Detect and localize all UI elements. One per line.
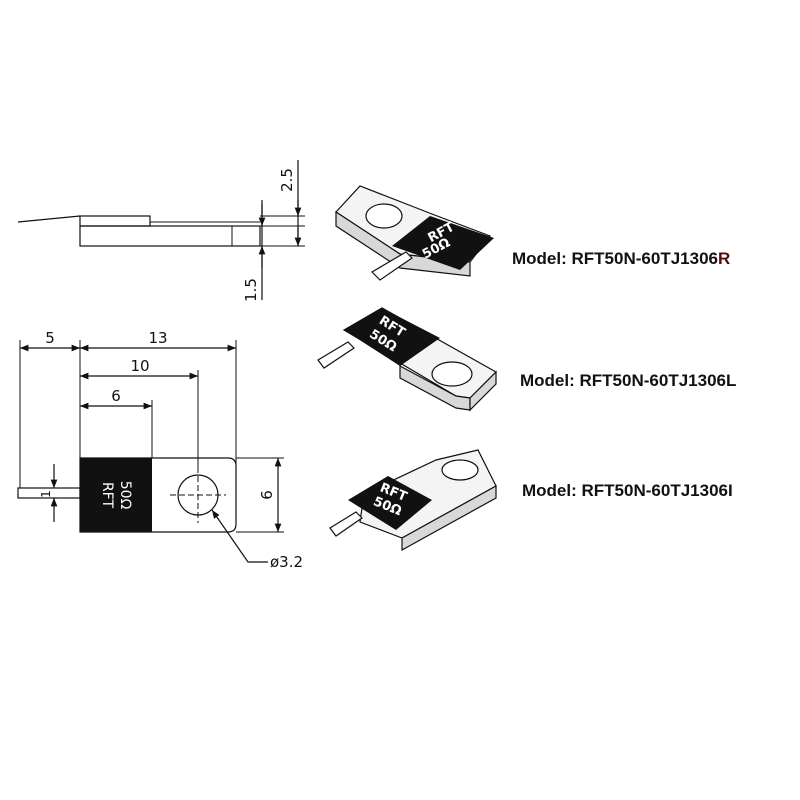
top-flange: [79, 457, 237, 533]
dim-label-10: 10: [130, 357, 149, 375]
product-i: RFT 50Ω Model: RFT50N-60TJ1306I: [329, 449, 733, 552]
dim-label-6-vertical: 6: [258, 490, 276, 500]
product-i-model-label: Model: RFT50N-60TJ1306I: [522, 481, 733, 500]
dim-label-5: 5: [45, 329, 55, 347]
side-lead: [17, 215, 81, 223]
top-chip: [80, 458, 152, 532]
side-view: 2.5 1.5: [17, 160, 305, 302]
top-chip-line2: 50Ω: [117, 481, 133, 510]
product-l-model-label: Model: RFT50N-60TJ1306L: [520, 371, 736, 390]
product-r: RFT 50Ω Model: RFT50N-60TJ1306R: [335, 185, 730, 281]
product-r-model-label: Model: RFT50N-60TJ1306R: [512, 249, 730, 268]
product-l: RFT 50Ω Model: RFT50N-60TJ1306L: [317, 307, 736, 412]
dim-label-6-horizontal: 6: [111, 387, 121, 405]
side-chip-layer: [79, 215, 151, 227]
dim-label-1: 1: [39, 490, 53, 498]
hole-diameter-label: ø3.2: [270, 553, 303, 571]
side-flange: [79, 225, 261, 247]
top-view: RFT 50Ω 5 13 10 6 6 1: [17, 329, 303, 571]
dim-label-2-5: 2.5: [278, 168, 296, 192]
top-chip-line1: RFT: [99, 482, 115, 509]
dim-label-13: 13: [148, 329, 167, 347]
dim-label-1-5: 1.5: [242, 278, 260, 302]
hole-leader: [211, 509, 268, 563]
